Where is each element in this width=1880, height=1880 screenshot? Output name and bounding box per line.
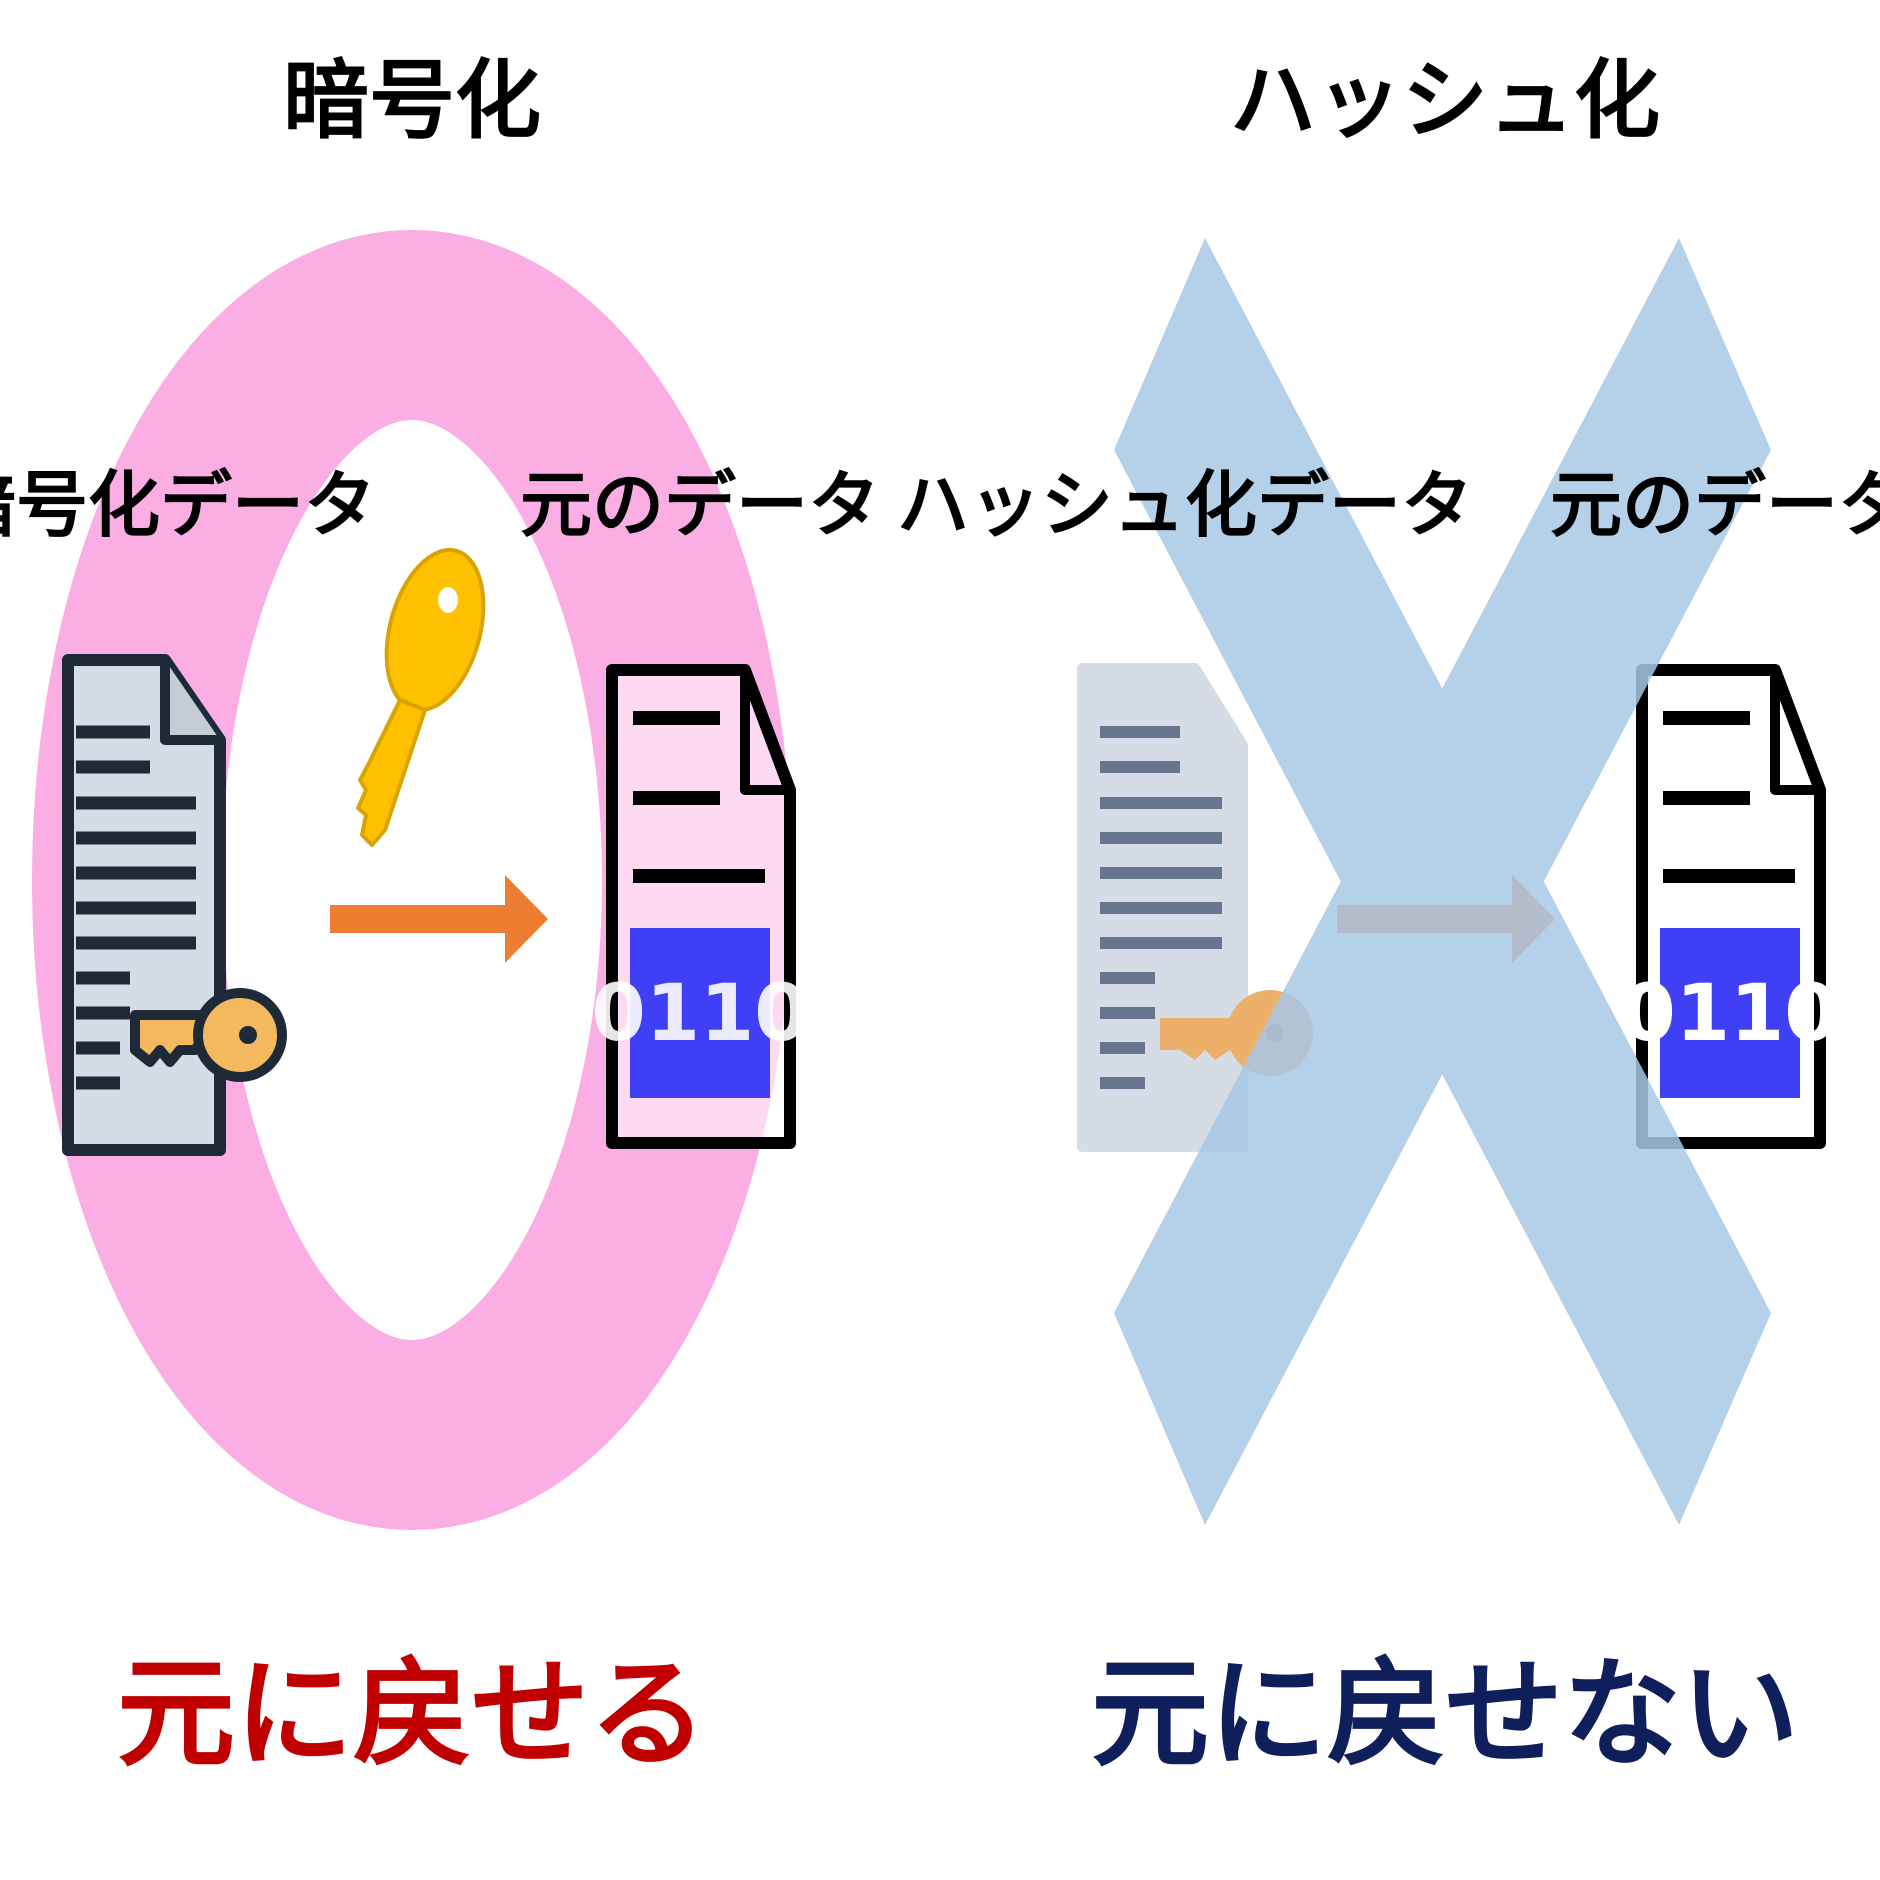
encryption-result: 元に戻せる — [117, 1645, 707, 1783]
binary-file-icon: 0110 — [1621, 664, 1839, 1149]
hashing-title: ハッシュ化 — [1230, 51, 1660, 151]
original-data-label: 元のデータ — [520, 463, 880, 547]
encryption-panel: 暗号化 暗号化データ 元のデータ — [0, 51, 880, 1783]
key-icon — [130, 988, 287, 1082]
hashing-panel: ハッシュ化 — [897, 51, 1880, 1783]
hashed-data-label: ハッシュ化データ — [897, 463, 1473, 547]
encryption-title: 暗号化 — [283, 51, 541, 151]
encrypted-document-icon — [62, 654, 287, 1156]
binary-file-icon: 0110 — [591, 664, 809, 1149]
arrow-right-icon — [330, 875, 548, 963]
encrypted-data-label: 暗号化データ — [0, 463, 376, 547]
binary-text: 0110 — [591, 969, 808, 1059]
original-data-label: 元のデータ — [1550, 463, 1880, 547]
binary-text: 0110 — [1621, 969, 1838, 1059]
golden-key-icon — [356, 547, 486, 847]
x-mark — [1114, 238, 1771, 1525]
hashing-result: 元に戻せない — [1091, 1645, 1799, 1783]
